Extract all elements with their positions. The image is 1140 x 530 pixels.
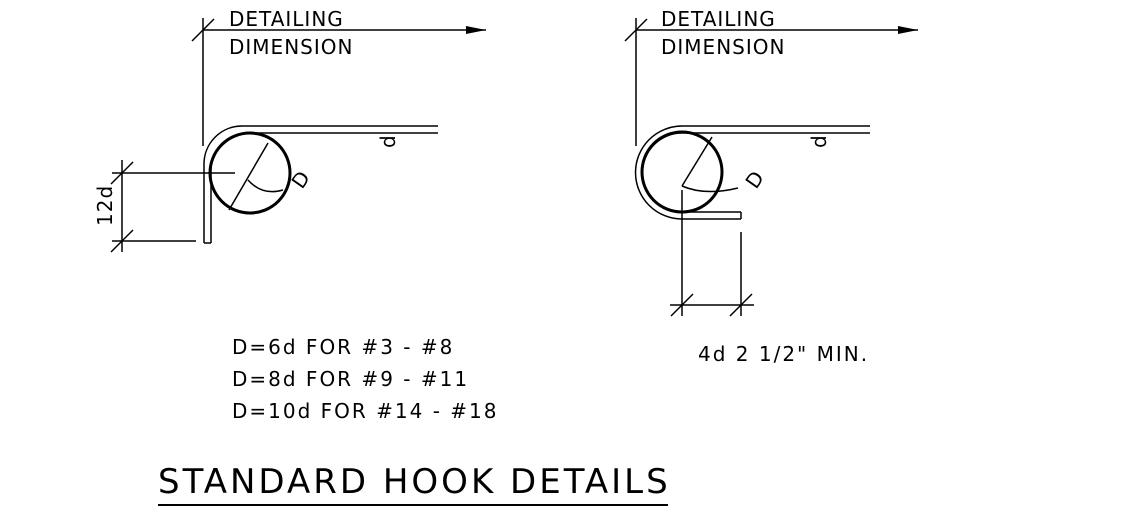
right-diameter-label: D	[740, 166, 769, 193]
diameter-note: D=10d FOR #14 - #18	[232, 399, 499, 423]
left-bar-label: d	[376, 134, 400, 148]
right-dimension-tick	[624, 18, 648, 42]
right-ext-tick-right	[729, 293, 753, 317]
diameter-note: D=6d FOR #3 - #8	[232, 335, 454, 359]
right-dimension-label: DIMENSION	[661, 35, 785, 59]
right-diameter-leader	[681, 185, 739, 193]
right-extension-label: 4d 2 1/2" MIN.	[698, 342, 869, 366]
left-hook-bar-inner	[210, 132, 438, 243]
left-diameter-line	[228, 142, 269, 211]
right-hook-bar-outer	[634, 125, 870, 220]
right-bar-label: d	[807, 134, 831, 148]
right-detailing-label: DETAILING	[661, 7, 776, 31]
left-ext-tick-top	[110, 161, 134, 185]
left-hook-detail: DETAILING DIMENSION D d 12d	[93, 7, 486, 253]
left-diameter-leader	[247, 179, 284, 193]
drawing-title: STANDARD HOOK DETAILS	[158, 462, 671, 502]
left-ext-tick-bottom	[110, 229, 134, 253]
left-dimension-tick	[191, 18, 215, 42]
left-hook-bar-outer	[203, 125, 438, 243]
right-hook-detail: DETAILING DIMENSION D d 4d 2 1/2" MIN.	[624, 7, 918, 366]
left-detailing-label: DETAILING	[229, 7, 344, 31]
left-extension-label: 12d	[93, 185, 117, 226]
right-ext-tick-left	[670, 293, 694, 317]
right-diameter-line	[681, 136, 713, 187]
diameter-notes: D=6d FOR #3 - #8 D=8d FOR #9 - #11 D=10d…	[232, 335, 499, 423]
left-dimension-label: DIMENSION	[229, 35, 353, 59]
diameter-note: D=8d FOR #9 - #11	[232, 367, 469, 391]
